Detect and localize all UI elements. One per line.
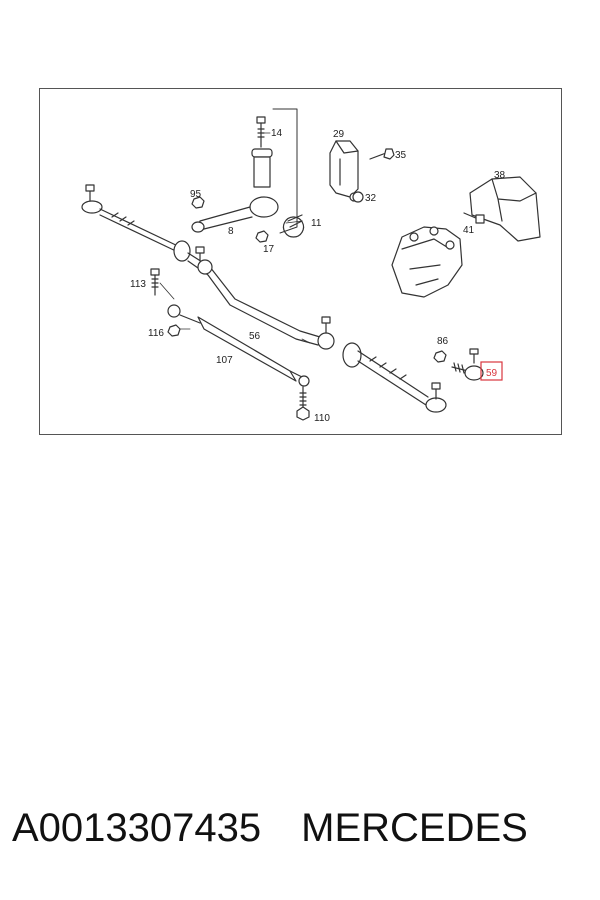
- steering-gearbox: [391, 226, 463, 298]
- center-link: [187, 246, 335, 350]
- callout-95: 95: [190, 189, 202, 200]
- callout-11: 11: [311, 218, 322, 229]
- nut-116: [167, 324, 181, 337]
- steering-damper: [167, 304, 310, 387]
- bracket-38: [469, 176, 541, 242]
- brand-name: MERCEDES: [301, 806, 528, 850]
- callout-113: 113: [130, 279, 146, 290]
- callout-116: 116: [148, 328, 164, 339]
- parts-diagram: 14 29 35 32 38 95 8 11 17 41 113 116 56 …: [39, 88, 562, 435]
- nut-86: [433, 350, 447, 363]
- tie-rod-left: [81, 184, 191, 262]
- callout-107: 107: [216, 355, 233, 366]
- callout-8: 8: [228, 226, 234, 237]
- callout-38: 38: [494, 170, 506, 181]
- callout-32: 32: [365, 193, 377, 204]
- callout-86: 86: [437, 336, 449, 347]
- callout-56: 56: [249, 331, 261, 342]
- callout-59: 59: [486, 368, 498, 379]
- callout-110: 110: [314, 413, 330, 424]
- callout-17: 17: [263, 244, 275, 255]
- screw-35: [369, 148, 395, 160]
- callout-35: 35: [395, 150, 407, 161]
- callout-29: 29: [333, 129, 345, 140]
- leader-lines: [159, 132, 311, 344]
- bolt-110: [296, 386, 310, 421]
- product-caption: A0013307435 MERCEDES: [12, 806, 592, 856]
- callout-14: 14: [271, 128, 283, 139]
- bracket-29: [329, 140, 359, 202]
- highlight-box-59: [480, 361, 503, 381]
- tie-rod-right: [342, 342, 447, 413]
- screw-32: [352, 191, 364, 203]
- bolt-41: [463, 212, 485, 224]
- bolt-113: [150, 268, 160, 296]
- idler-arm-assembly: [191, 108, 305, 243]
- callout-41: 41: [463, 225, 475, 236]
- parts-diagram-drawing: 14 29 35 32 38 95 8 11 17 41 113 116 56 …: [81, 108, 541, 424]
- part-number: A0013307435: [12, 806, 262, 850]
- tie-rod-end-59: [451, 348, 484, 381]
